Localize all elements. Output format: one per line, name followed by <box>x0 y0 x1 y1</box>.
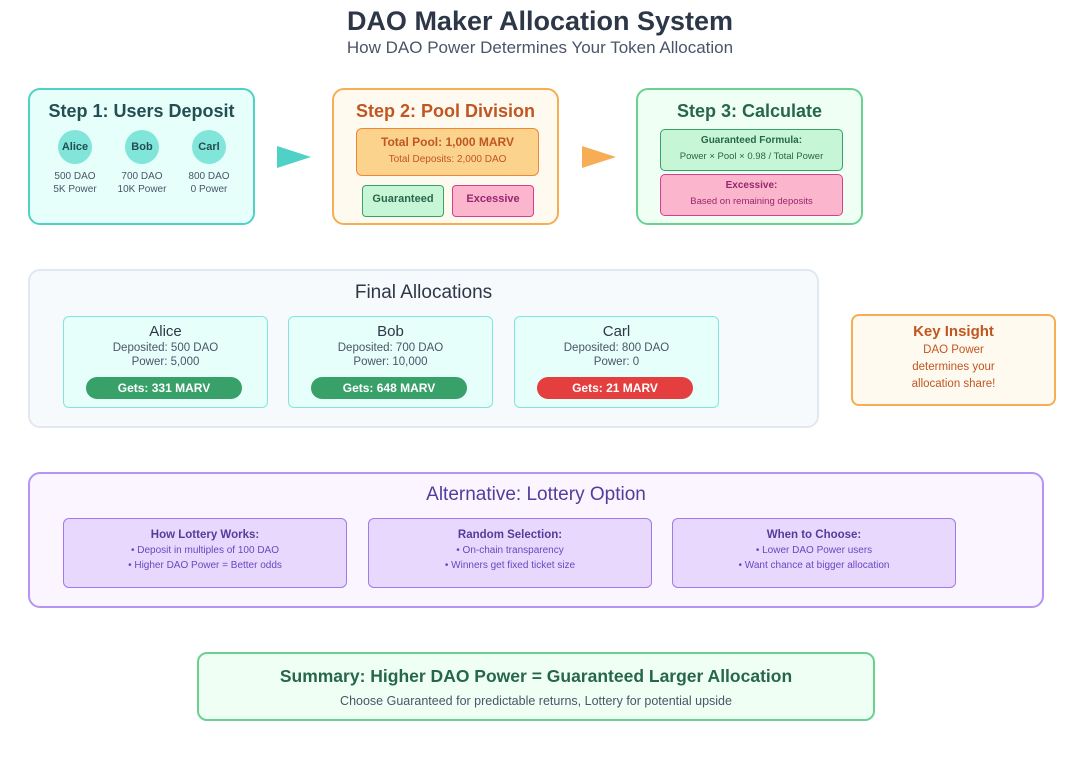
step1-box: Step 1: Users Deposit Alice 500 DAO 5K P… <box>28 88 255 225</box>
lottery-card-bullet: • Higher DAO Power = Better odds <box>128 560 282 571</box>
user-deposit: 700 DAO <box>121 171 163 182</box>
guaranteed-formula-title: Guaranteed Formula: <box>700 135 803 146</box>
lottery-card-title: When to Choose: <box>766 529 862 541</box>
guaranteed-pill: Guaranteed <box>362 185 444 217</box>
excessive-desc: Based on remaining deposits <box>690 196 813 207</box>
user-avatar: Bob <box>125 130 159 164</box>
allocation-gets-badge: Gets: 648 MARV <box>311 377 467 399</box>
page-subtitle: How DAO Power Determines Your Token Allo… <box>346 38 734 57</box>
lottery-card-bullet: • On-chain transparency <box>456 545 564 556</box>
allocation-name: Alice <box>149 323 182 340</box>
allocation-card-alice: Alice Deposited: 500 DAO Power: 5,000 Ge… <box>63 316 268 408</box>
allocation-power: Power: 0 <box>593 356 640 368</box>
insight-text: DAO Power determines your allocation sha… <box>911 344 996 390</box>
lottery-card-bullet: • Winners get fixed ticket size <box>444 560 576 571</box>
guaranteed-formula-box: Guaranteed Formula: Power × Pool × 0.98 … <box>660 129 843 171</box>
user-power: 5K Power <box>53 184 97 195</box>
allocation-gets-badge: Gets: 331 MARV <box>86 377 242 399</box>
user-deposit: 800 DAO <box>188 171 230 182</box>
lottery-card-title: How Lottery Works: <box>150 529 260 541</box>
final-title: Final Allocations <box>354 282 493 303</box>
step2-title: Step 2: Pool Division <box>355 101 536 121</box>
user-power: 10K Power <box>117 184 167 195</box>
arrow-right-icon <box>277 146 311 168</box>
lottery-title: Alternative: Lottery Option <box>426 484 646 505</box>
allocation-card-bob: Bob Deposited: 700 DAO Power: 10,000 Get… <box>288 316 493 408</box>
allocation-name: Carl <box>602 323 631 340</box>
page-title: DAO Maker Allocation System <box>346 6 734 36</box>
excessive-box: Excessive: Based on remaining deposits <box>660 174 843 216</box>
guaranteed-formula: Power × Pool × 0.98 / Total Power <box>679 151 824 162</box>
step3-title: Step 3: Calculate <box>676 101 823 121</box>
summary-box: Summary: Higher DAO Power = Guaranteed L… <box>197 652 875 721</box>
user-deposit: 500 DAO <box>54 171 96 182</box>
pool-total: Total Pool: 1,000 MARV <box>381 135 514 149</box>
summary-title: Summary: Higher DAO Power = Guaranteed L… <box>279 666 793 686</box>
insight-title: Key Insight <box>913 323 994 340</box>
allocation-gets-badge: Gets: 21 MARV <box>537 377 693 399</box>
user-carl: Carl 800 DAO 0 Power <box>174 130 244 196</box>
allocation-power: Power: 5,000 <box>131 356 200 368</box>
lottery-card-title: Random Selection: <box>457 529 563 541</box>
user-bob: Bob 700 DAO 10K Power <box>107 130 177 196</box>
key-insight-box: Key Insight DAO Power determines your al… <box>851 314 1056 406</box>
pool-box: Total Pool: 1,000 MARV Total Deposits: 2… <box>356 128 539 176</box>
step3-box: Step 3: Calculate Guaranteed Formula: Po… <box>636 88 863 225</box>
user-power: 0 Power <box>190 184 228 195</box>
lottery-card-how: How Lottery Works: • Deposit in multiple… <box>63 518 347 588</box>
step2-box: Step 2: Pool Division Total Pool: 1,000 … <box>332 88 559 225</box>
allocation-deposited: Deposited: 800 DAO <box>563 342 670 354</box>
allocation-deposited: Deposited: 700 DAO <box>337 342 444 354</box>
lottery-card-bullet: • Lower DAO Power users <box>755 545 873 556</box>
user-alice: Alice 500 DAO 5K Power <box>40 130 110 196</box>
lottery-box: Alternative: Lottery Option How Lottery … <box>28 472 1044 608</box>
excessive-pill: Excessive <box>452 185 534 217</box>
arrow-right-icon <box>582 146 616 168</box>
lottery-card-when: When to Choose: • Lower DAO Power users … <box>672 518 956 588</box>
lottery-card-bullet: • Want chance at bigger allocation <box>738 560 890 571</box>
allocation-power: Power: 10,000 <box>353 356 428 368</box>
user-avatar: Carl <box>192 130 226 164</box>
lottery-card-random: Random Selection: • On-chain transparenc… <box>368 518 652 588</box>
final-allocations-box: Final Allocations Alice Deposited: 500 D… <box>28 269 819 428</box>
step1-title: Step 1: Users Deposit <box>48 101 235 121</box>
allocation-deposited: Deposited: 500 DAO <box>112 342 219 354</box>
allocation-name: Bob <box>377 323 404 340</box>
summary-text: Choose Guaranteed for predictable return… <box>340 694 732 708</box>
excessive-title: Excessive: <box>725 180 778 191</box>
lottery-card-bullet: • Deposit in multiples of 100 DAO <box>130 545 279 556</box>
pool-deposits: Total Deposits: 2,000 DAO <box>388 154 507 165</box>
user-avatar: Alice <box>58 130 92 164</box>
allocation-card-carl: Carl Deposited: 800 DAO Power: 0 Gets: 2… <box>514 316 719 408</box>
